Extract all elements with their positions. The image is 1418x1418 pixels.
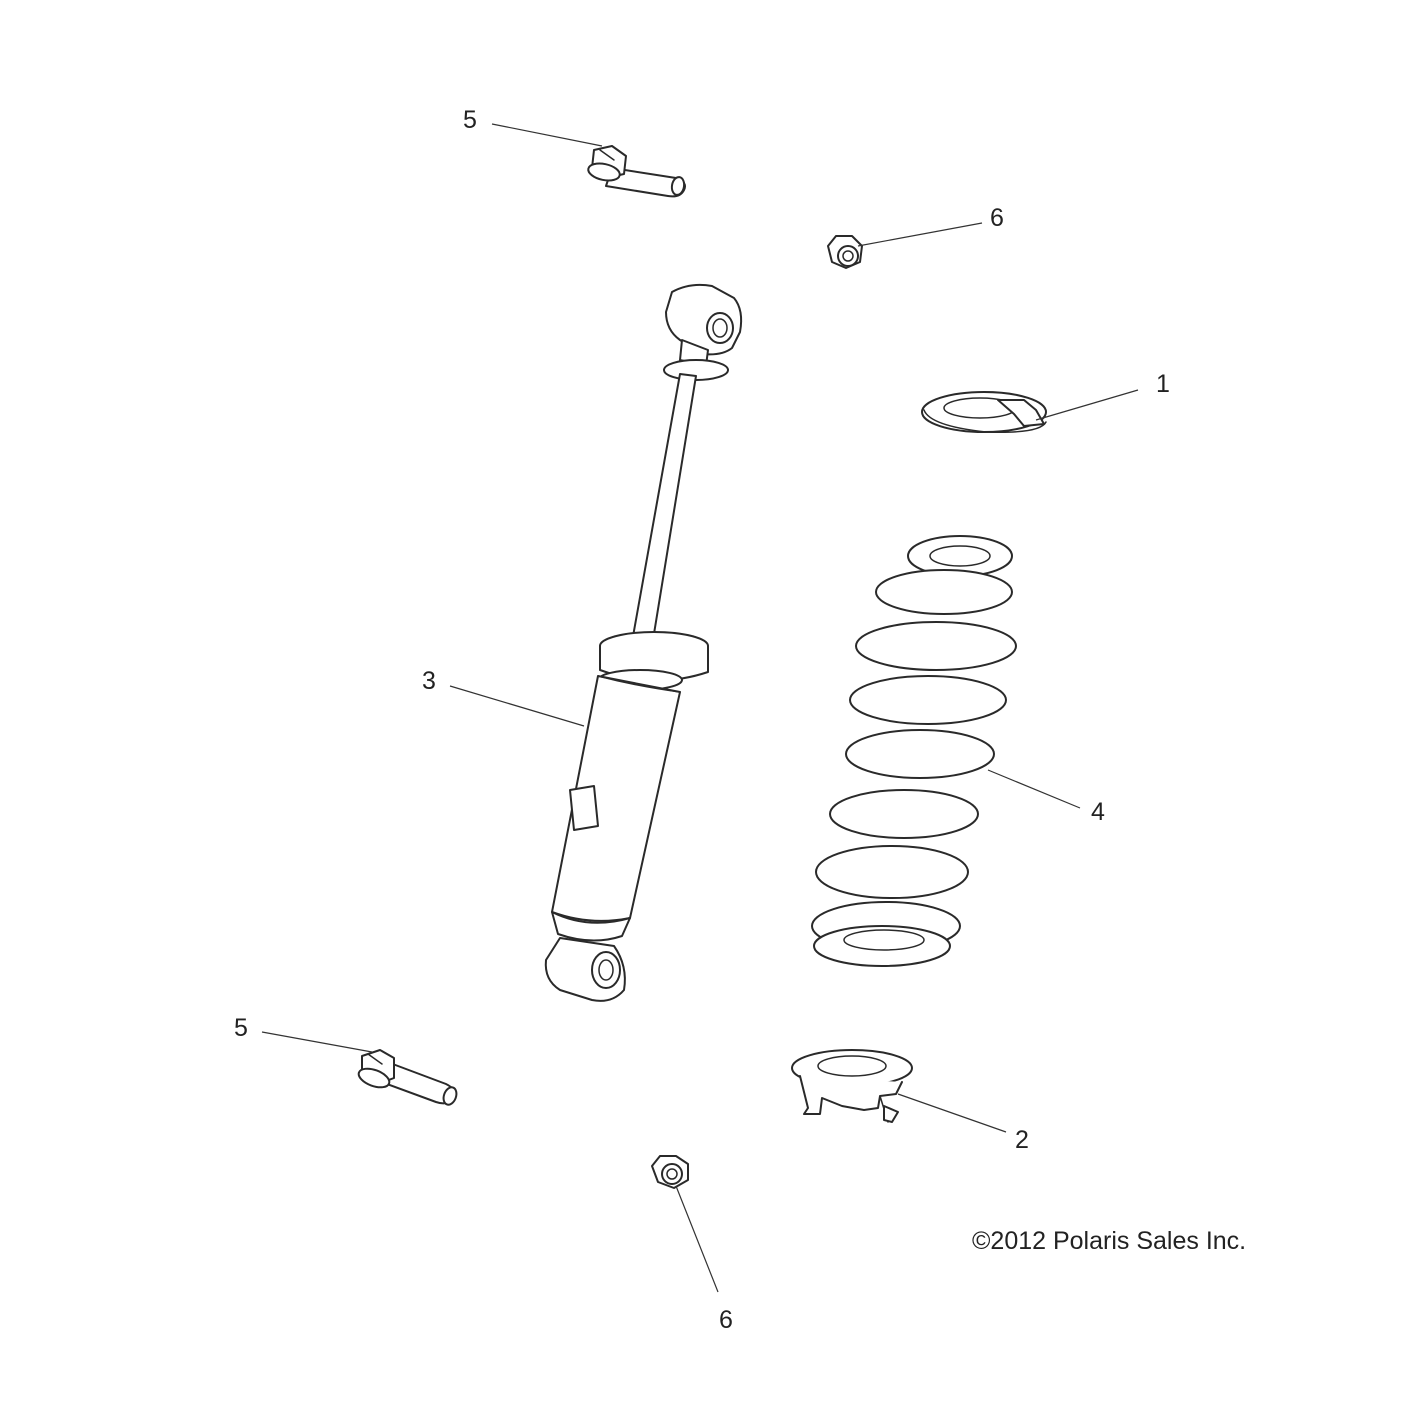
leader-2: [897, 1093, 1007, 1133]
bolt-top: [587, 145, 686, 198]
callout-6-bottom: 6: [719, 1306, 733, 1334]
leader-6-bottom: [675, 1185, 719, 1293]
callout-5-top: 5: [463, 106, 477, 134]
leader-5-bottom: [261, 1031, 373, 1053]
callout-6-top: 6: [990, 204, 1004, 232]
nut-top: [827, 235, 863, 269]
callout-4: 4: [1091, 798, 1105, 826]
lower-spring-retainer: [791, 1049, 913, 1123]
callout-5-bottom: 5: [234, 1014, 248, 1042]
leader-5-top: [491, 123, 603, 147]
nut-bottom: [651, 1155, 689, 1189]
copyright-notice: ©2012 Polaris Sales Inc.: [972, 1227, 1246, 1255]
leader-4: [987, 769, 1081, 809]
shock-absorber: [544, 283, 743, 1002]
coil-spring: [811, 535, 1017, 967]
callout-1: 1: [1156, 370, 1170, 398]
upper-spring-retainer: [921, 391, 1047, 434]
callout-2: 2: [1015, 1126, 1029, 1154]
leader-6-top: [857, 222, 983, 247]
bolt-bottom: [357, 1049, 458, 1106]
callout-3: 3: [422, 667, 436, 695]
leader-1: [1035, 389, 1139, 421]
leader-3: [449, 685, 585, 727]
